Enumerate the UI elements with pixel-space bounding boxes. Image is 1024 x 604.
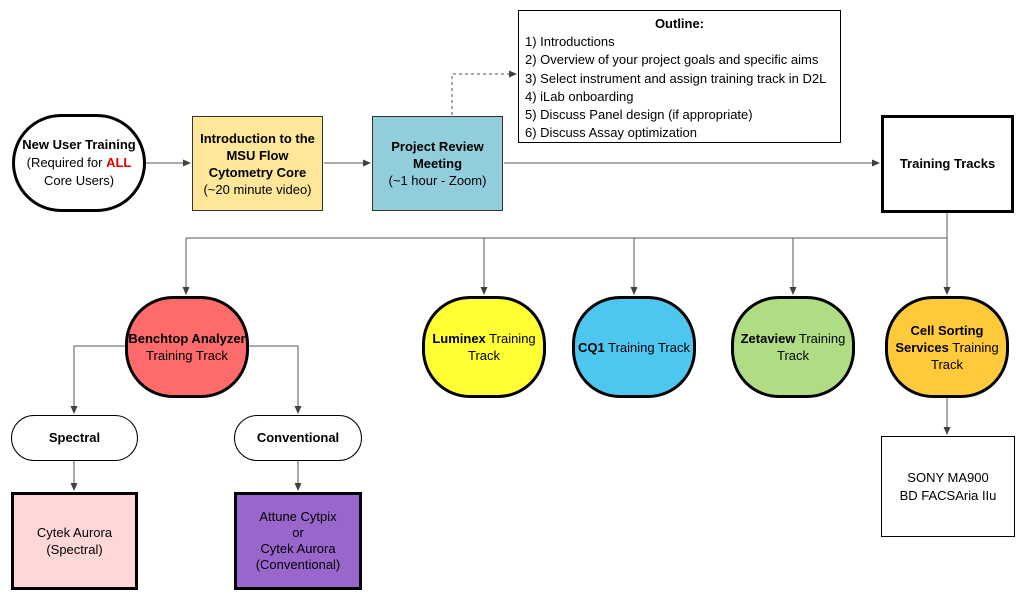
outline-item: 6) Discuss Assay optimization bbox=[525, 125, 697, 141]
new-user-title: New User Training bbox=[22, 137, 136, 152]
review-subtitle: (~1 hour - Zoom) bbox=[388, 173, 487, 188]
benchtop-title: Benchtop Analyzer bbox=[128, 331, 246, 346]
node-benchtop-analyzer: Benchtop Analyzer Training Track bbox=[125, 296, 249, 398]
zetaview-line2: Track bbox=[776, 348, 810, 363]
node-attune-cytek-conventional: Attune Cytpix or Cytek Aurora (Conventio… bbox=[234, 492, 362, 590]
outline-item: 2) Overview of your project goals and sp… bbox=[525, 52, 819, 68]
arrow-review-to-outline bbox=[451, 70, 517, 115]
luminex-line2: Track bbox=[467, 348, 501, 363]
bd-line2: BD FACSAria IIu bbox=[899, 487, 997, 503]
sony-line1: SONY MA900 bbox=[907, 469, 989, 485]
arrow-benchtop-to-spectral bbox=[70, 345, 125, 414]
review-title-line: Meeting bbox=[412, 156, 463, 171]
attune-line1: Attune Cytpix bbox=[259, 509, 337, 524]
review-title-line: Project Review bbox=[391, 139, 484, 154]
benchtop-subtitle: Training Track bbox=[146, 348, 228, 363]
new-user-line3: Core Users) bbox=[43, 173, 115, 188]
node-cq1: CQ1 Training Track bbox=[572, 296, 696, 398]
node-sorters: SONY MA900 BD FACSAria IIu bbox=[881, 436, 1015, 537]
training-tracks-label: Training Tracks bbox=[899, 156, 996, 171]
intro-title-line: MSU Flow bbox=[226, 147, 289, 163]
cytek-spectral-line1: Cytek Aurora bbox=[36, 525, 113, 540]
node-training-tracks: Training Tracks bbox=[881, 115, 1014, 213]
new-user-line2: (Required for ALL bbox=[26, 155, 132, 170]
node-luminex: Luminex Training Track bbox=[422, 296, 546, 398]
luminex-line1: Luminex Training bbox=[432, 331, 536, 346]
spectral-label: Spectral bbox=[48, 430, 101, 445]
outline-item: 1) Introductions bbox=[525, 34, 615, 50]
outline-item: 4) iLab onboarding bbox=[525, 88, 634, 104]
outline-title: Outline: bbox=[654, 16, 705, 31]
conventional-label: Conventional bbox=[256, 430, 340, 445]
outline-box: Outline: 1) Introductions 2) Overview of… bbox=[518, 10, 841, 143]
node-project-review: Project Review Meeting (~1 hour - Zoom) bbox=[372, 116, 503, 211]
cell-sorting-line2: Services Training bbox=[895, 339, 999, 355]
outline-item: 5) Discuss Panel design (if appropriate) bbox=[525, 107, 753, 123]
node-new-user-training: New User Training (Required for ALL Core… bbox=[12, 114, 146, 212]
cell-sorting-line3: Track bbox=[930, 356, 964, 372]
cytek-spectral-line2: (Spectral) bbox=[46, 542, 103, 557]
intro-title-line: Introduction to the bbox=[200, 130, 315, 146]
intro-subtitle: (~20 minute video) bbox=[203, 181, 312, 197]
node-cell-sorting: Cell Sorting Services Training Track bbox=[885, 296, 1009, 398]
node-conventional: Conventional bbox=[234, 415, 362, 461]
intro-title-line: Cytometry Core bbox=[208, 164, 307, 180]
node-intro-video: Introduction to the MSU Flow Cytometry C… bbox=[192, 116, 323, 211]
zetaview-line1: Zetaview Training bbox=[740, 331, 846, 346]
outline-item: 3) Select instrument and assign training… bbox=[525, 70, 827, 86]
all-highlight: ALL bbox=[106, 155, 132, 170]
cell-sorting-line1: Cell Sorting bbox=[910, 322, 984, 338]
node-zetaview: Zetaview Training Track bbox=[731, 296, 855, 398]
attune-line3: Cytek Aurora bbox=[260, 541, 336, 556]
attune-line2: or bbox=[292, 525, 304, 540]
node-spectral: Spectral bbox=[11, 415, 138, 461]
arrow-benchtop-to-conventional bbox=[249, 345, 302, 414]
cq1-line: CQ1 Training Track bbox=[578, 339, 690, 355]
attune-line4: (Conventional) bbox=[255, 557, 341, 572]
node-cytek-spectral: Cytek Aurora (Spectral) bbox=[11, 492, 138, 590]
